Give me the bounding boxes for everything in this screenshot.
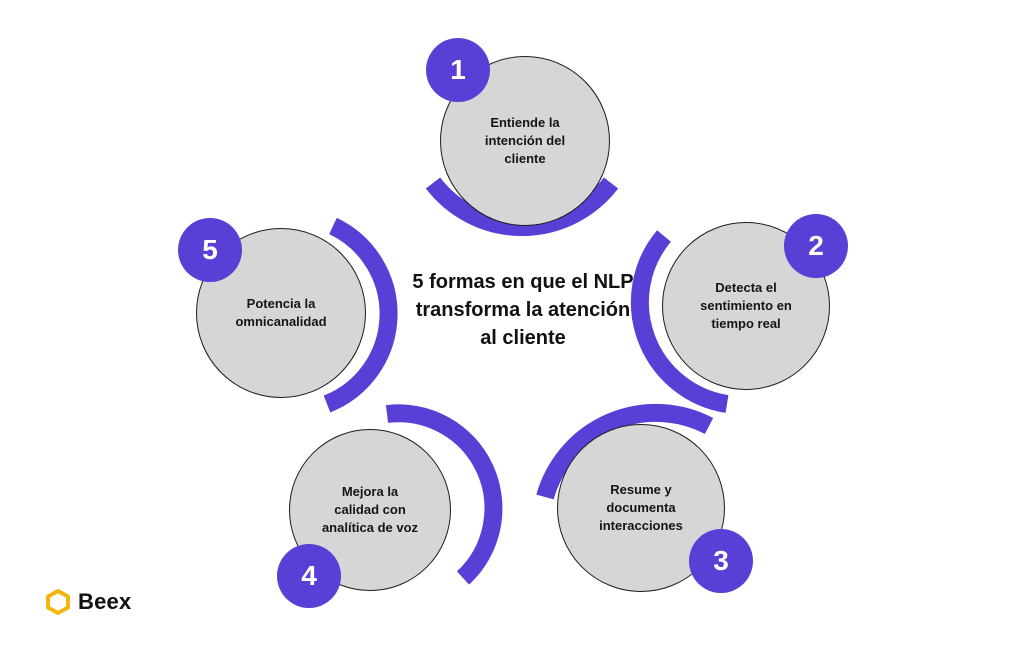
step-number-3: 3 [713,545,729,576]
step-number-badge-2: 2 [784,214,848,278]
step-number-badge-3: 3 [689,529,753,593]
accent-arc-2 [630,230,729,413]
diagram-title: 5 formas en que el NLP transforma la ate… [412,271,634,349]
step-label-5: Potencia la omnicanalidad [235,296,327,329]
step-number-2: 2 [808,230,824,261]
hexagon-logo-icon [46,589,70,615]
accent-arc-5 [323,217,398,413]
step-number-badge-4: 4 [277,544,341,608]
step-circle-2: Detecta el sentimiento en tiempo real [662,222,830,390]
step-label-3: Resume y documenta interacciones [599,482,683,533]
accent-arc-4 [385,404,503,585]
step-number-5: 5 [202,234,218,265]
brand-name: Beex [78,589,132,614]
step-number-1: 1 [450,54,466,85]
accent-arc-3 [536,403,714,500]
step-label-2: Detecta el sentimiento en tiempo real [700,280,792,331]
step-number-badge-5: 5 [178,218,242,282]
brand-logo: Beex [44,588,131,616]
accent-arc-1 [425,177,619,237]
step-label-1: Entiende la intención del cliente [484,115,566,166]
step-label-4: Mejora la calidad con analítica de voz [321,484,419,535]
step-number-4: 4 [301,560,317,591]
step-number-badge-1: 1 [426,38,490,102]
